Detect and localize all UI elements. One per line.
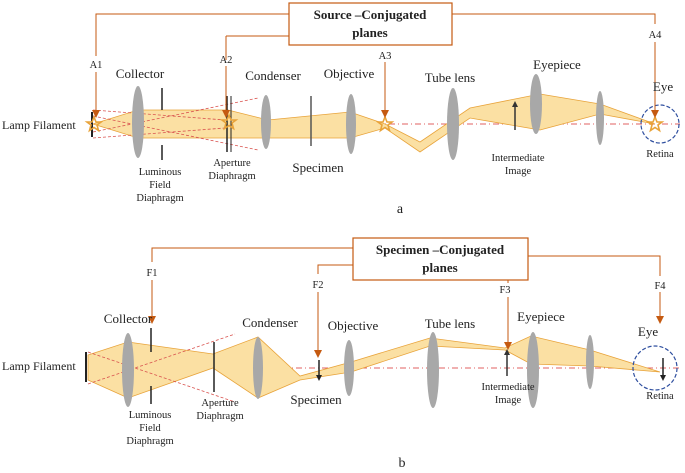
- label-tube-lens: Tube lens: [425, 316, 475, 331]
- panel-b: Specimen –Conjugated planes F1 F2 F3 F4 …: [2, 237, 680, 471]
- marker-a4: A4: [649, 30, 663, 41]
- label-aperture-l1: Aperture: [201, 398, 239, 409]
- light-beam: [91, 93, 656, 153]
- marker-arrowheads: [148, 316, 664, 358]
- label-retina: Retina: [646, 149, 674, 160]
- collector-lens: [122, 333, 134, 407]
- marker-f1: F1: [146, 268, 157, 279]
- eye-dashed-circle-icon: [632, 345, 678, 391]
- label-aperture-l1: Aperture: [213, 158, 251, 169]
- collector-lens: [132, 86, 144, 158]
- tube-lens: [447, 88, 459, 160]
- label-lamp-filament: Lamp Filament: [2, 359, 76, 373]
- label-eye: Eye: [638, 324, 658, 339]
- label-luminous-l1: Luminous: [139, 167, 182, 178]
- label-intermediate-l2: Image: [495, 395, 522, 406]
- label-retina: Retina: [646, 391, 674, 402]
- source-conjugated-box: [288, 2, 453, 46]
- label-luminous-l1: Luminous: [129, 410, 172, 421]
- marker-f3: F3: [499, 285, 510, 296]
- marker-f4: F4: [654, 281, 666, 292]
- objective-lens: [346, 94, 356, 154]
- label-collector: Collector: [104, 311, 153, 326]
- eyepiece-eye-lens: [586, 335, 594, 389]
- marker-a3: A3: [379, 51, 392, 62]
- eye-dashed-circle-icon: [640, 104, 680, 144]
- eyepiece-lens: [530, 74, 542, 134]
- conjugate-bracket: [95, 13, 656, 112]
- label-eye: Eye: [653, 79, 673, 94]
- label-lamp-filament: Lamp Filament: [2, 118, 76, 132]
- label-specimen: Specimen: [290, 392, 342, 407]
- light-beam: [87, 335, 661, 399]
- box-title-line1: Specimen –Conjugated: [376, 242, 505, 257]
- objective-lens: [344, 340, 354, 396]
- marginal-rays: [87, 333, 236, 403]
- label-objective: Objective: [328, 318, 379, 333]
- label-intermediate-l1: Intermediate: [481, 382, 534, 393]
- label-objective: Objective: [324, 66, 375, 81]
- label-aperture-l2: Diaphragm: [208, 171, 255, 182]
- panel-label-b: b: [399, 456, 406, 471]
- specimen-conjugated-box: [352, 237, 529, 281]
- label-eyepiece: Eyepiece: [517, 309, 565, 324]
- label-condenser: Condenser: [245, 68, 301, 83]
- eyepiece-eye-lens: [596, 91, 604, 145]
- eyepiece-lens: [527, 332, 539, 408]
- label-luminous-l2: Field: [149, 180, 171, 191]
- label-collector: Collector: [116, 66, 165, 81]
- marker-arrowheads: [92, 110, 659, 118]
- label-aperture-l2: Diaphragm: [196, 411, 243, 422]
- condenser-lens: [261, 95, 271, 149]
- panel-label-a: a: [397, 202, 404, 217]
- label-luminous-l3: Diaphragm: [126, 436, 173, 447]
- label-condenser: Condenser: [242, 315, 298, 330]
- box-title-line1: Source –Conjugated: [314, 7, 428, 22]
- box-title-line2: planes: [352, 25, 387, 40]
- tube-lens: [427, 332, 439, 408]
- marker-a2: A2: [220, 55, 233, 66]
- label-specimen: Specimen: [292, 160, 344, 175]
- label-intermediate-l2: Image: [505, 166, 532, 177]
- condenser-lens: [253, 337, 263, 399]
- marker-a1: A1: [90, 60, 103, 71]
- label-intermediate-l1: Intermediate: [491, 153, 544, 164]
- label-tube-lens: Tube lens: [425, 70, 475, 85]
- marker-f2: F2: [312, 280, 323, 291]
- box-title-line2: planes: [422, 260, 457, 275]
- star-outline-icon: [84, 112, 665, 133]
- panel-a: Source –Conjugated planes A1 A2 A3 A4 La…: [2, 2, 680, 217]
- label-luminous-l2: Field: [139, 423, 161, 434]
- label-luminous-l3: Diaphragm: [136, 193, 183, 204]
- label-eyepiece: Eyepiece: [533, 57, 581, 72]
